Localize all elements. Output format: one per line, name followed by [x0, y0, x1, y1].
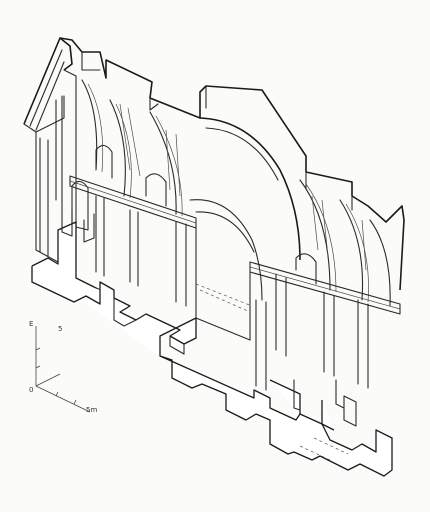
- west-facade: [23, 37, 77, 263]
- crossing-opening: [195, 227, 253, 341]
- scale-label-zero: 0: [29, 386, 33, 394]
- niche-details: [61, 205, 345, 411]
- groin-lines: [119, 103, 367, 271]
- upper-cornice-outline: [59, 37, 405, 291]
- floor-plan-cut: [31, 221, 393, 477]
- clerestory-windows: [71, 144, 317, 285]
- pilasters: [95, 195, 369, 391]
- scale-left-axis: [35, 373, 61, 387]
- scale-diagonal-axis: [35, 385, 91, 413]
- scale-bar: E 5 0 5m: [29, 320, 97, 414]
- scale-label-mid: 5: [58, 325, 62, 333]
- scale-label-e: E: [29, 320, 33, 328]
- vault-arches: [81, 79, 391, 307]
- entablature-band: [69, 175, 401, 315]
- scale-label-right: 5m: [86, 406, 97, 414]
